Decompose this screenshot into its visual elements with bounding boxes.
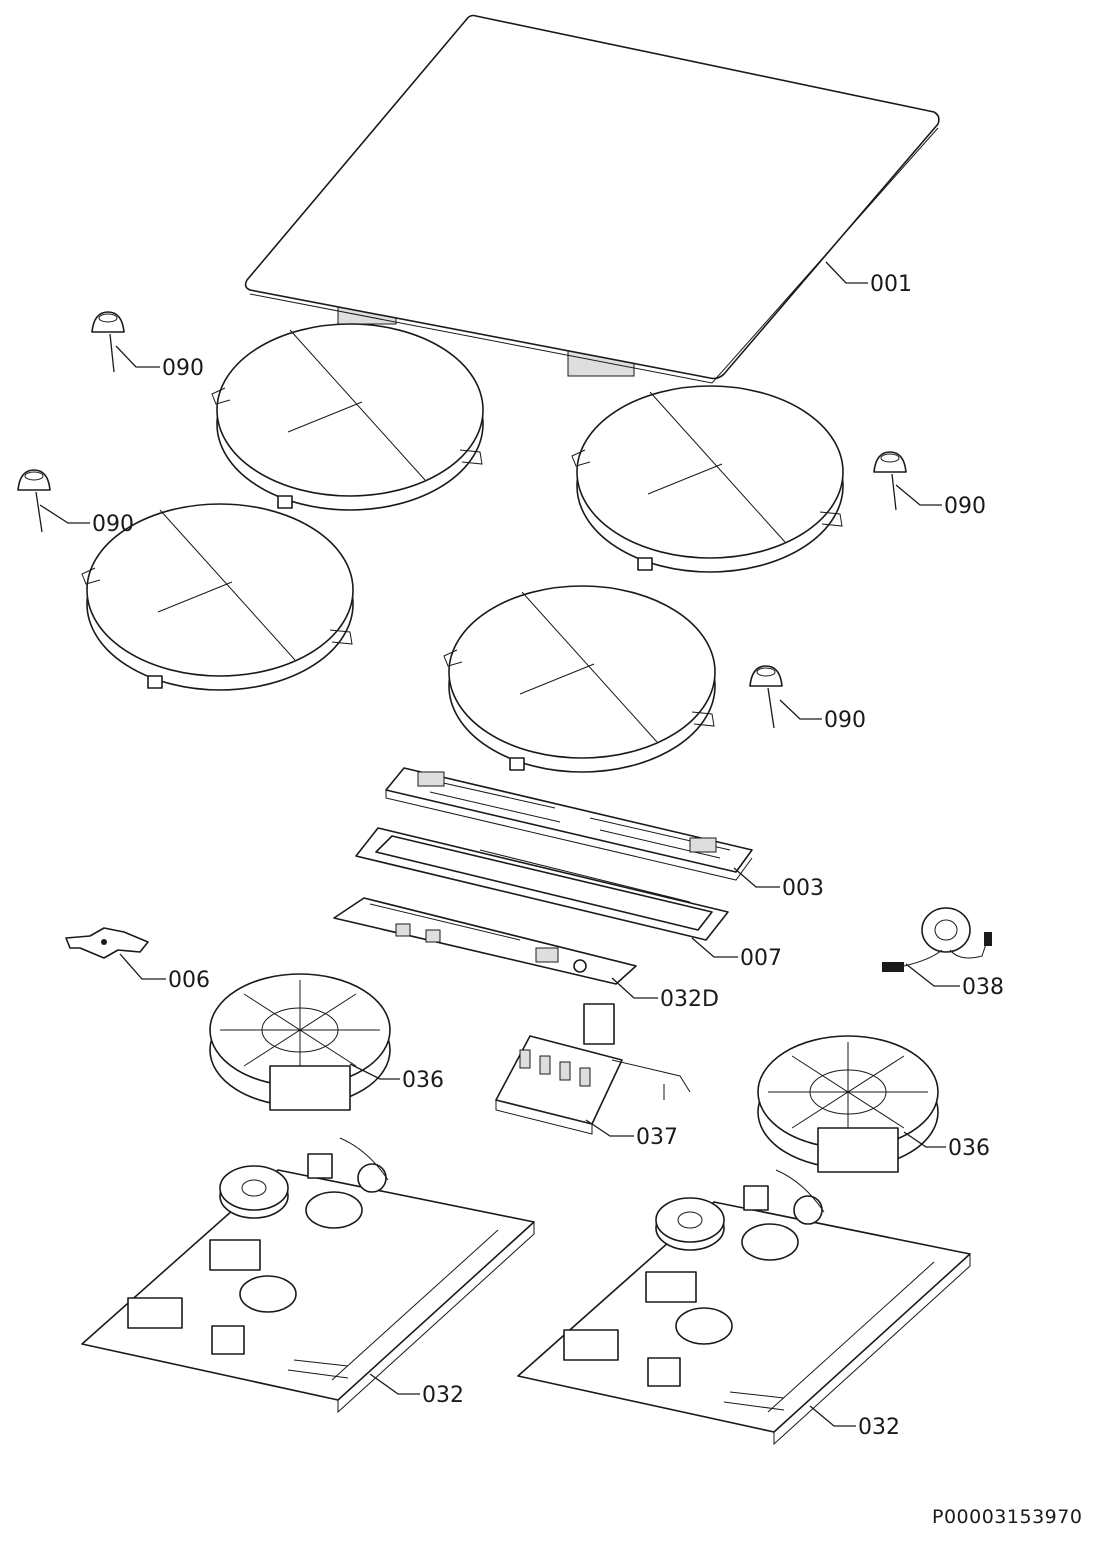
callout-032d: 032D [660, 987, 719, 1012]
callout-090: 090 [944, 494, 986, 519]
callout-036: 036 [948, 1136, 990, 1161]
induction-coil [211, 323, 484, 511]
callout-032: 032 [858, 1415, 900, 1440]
cooling-fan [209, 973, 391, 1111]
hob-mount [17, 469, 51, 533]
callout-001: 001 [870, 272, 912, 297]
hob-mount [91, 311, 125, 373]
hob-mount [873, 451, 907, 511]
callout-006: 006 [168, 968, 210, 993]
induction-coil [81, 503, 354, 691]
ferrite-ring [882, 907, 992, 972]
callout-032: 032 [422, 1383, 464, 1408]
callout-003: 003 [782, 876, 824, 901]
callout-037: 037 [636, 1125, 678, 1150]
bracket [65, 927, 149, 959]
induction-coil [571, 385, 844, 573]
callout-007: 007 [740, 946, 782, 971]
power-board [517, 1169, 971, 1446]
callout-036: 036 [402, 1068, 444, 1093]
callout-038: 038 [962, 975, 1004, 1000]
callout-090: 090 [824, 708, 866, 733]
power-board [81, 1137, 535, 1414]
callout-090: 090 [162, 356, 204, 381]
leader-lines [39, 261, 960, 1427]
terminal-block [495, 1003, 691, 1135]
induction-coil [443, 585, 716, 773]
callout-090: 090 [92, 512, 134, 537]
cooling-fan [757, 1035, 939, 1173]
user-interface-panel [385, 767, 753, 881]
glass-top-panel [244, 14, 940, 384]
ui-control-board [333, 897, 637, 985]
ui-frame [355, 827, 729, 941]
document-code: P00003153970 [932, 1506, 1083, 1528]
hob-mount [749, 665, 783, 729]
